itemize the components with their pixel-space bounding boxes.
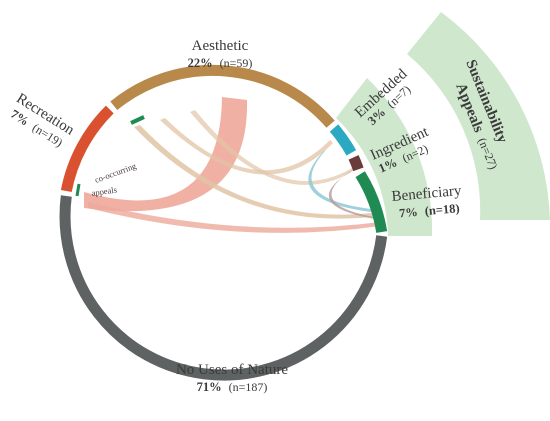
marker-aesthetic-inner [130, 115, 145, 125]
sustainability-inner-band [336, 78, 433, 236]
label-beneficiary-name: Beneficiary [391, 183, 463, 205]
label-no-uses-n: (n=187) [229, 380, 268, 394]
label-ingredient-pct: 1% [376, 155, 399, 175]
ribbon-ingredient-beneficiary [328, 170, 380, 220]
label-aesthetic-name: Aesthetic [192, 38, 249, 54]
segment-beneficiary [355, 171, 388, 233]
segment-no-uses-of-nature [59, 195, 388, 381]
annotation-line2: appeals [91, 185, 118, 198]
segment-recreation [60, 105, 114, 193]
marker-recreation-inner [75, 183, 81, 197]
label-beneficiary-n: (n=18) [424, 201, 460, 218]
label-aesthetic-pct: 22% [188, 56, 213, 70]
segment-ingredient [348, 155, 364, 172]
sustainability-outer-band [407, 12, 550, 220]
annotation-line1: co-occurring [93, 160, 138, 185]
ribbon-recreation-beneficiary [88, 202, 380, 233]
annotation-co-occurring: co-occurring [93, 160, 138, 185]
ribbon-aesthetic-embedded [160, 118, 333, 175]
label-no-uses-stats: 71% (n=187) [197, 378, 268, 395]
ribbons [84, 97, 380, 233]
labels: Aesthetic 22% (n=59) Recreation 7% (n=19… [8, 38, 510, 395]
label-beneficiary-pct: 7% [399, 205, 419, 221]
ring [59, 64, 388, 381]
label-beneficiary-stats: 7% (n=18) [398, 199, 460, 221]
label-no-uses-name: No Uses of Nature [176, 362, 288, 378]
segment-embedded [329, 124, 357, 156]
label-beneficiary: Beneficiary 7% (n=18) [391, 183, 463, 221]
label-recreation: Recreation 7% (n=19) [8, 91, 77, 150]
label-aesthetic-n: (n=59) [220, 56, 253, 70]
label-aesthetic-stats: 22% (n=59) [188, 54, 253, 71]
segment-aesthetic [110, 64, 335, 128]
annotation-co-occurring-2: appeals [91, 185, 118, 198]
label-no-uses-pct: 71% [197, 380, 222, 394]
